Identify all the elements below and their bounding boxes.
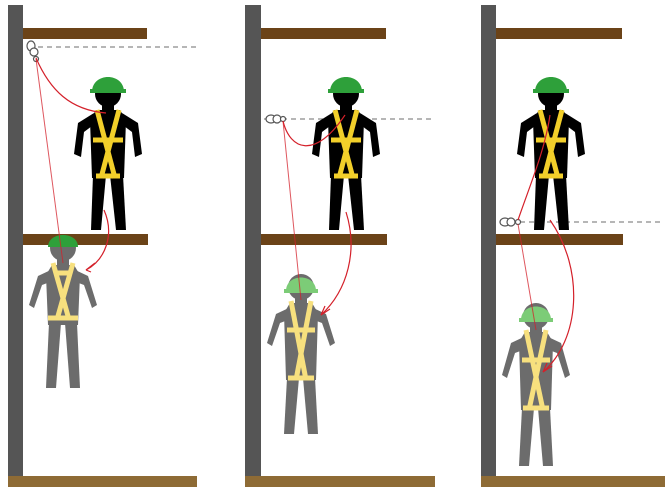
structure-column: [8, 5, 23, 477]
structure-column: [481, 5, 496, 477]
ground-beam: [481, 476, 665, 487]
structure-column: [245, 5, 261, 477]
standing-worker: [74, 81, 142, 230]
standing-worker: [312, 81, 380, 230]
lanyard-extended: [283, 121, 301, 300]
lanyard-extended: [36, 59, 63, 263]
upper-beam: [261, 28, 386, 39]
floor-beam: [23, 234, 148, 245]
panel-anchor-above-head: [8, 5, 197, 487]
floor-beam: [261, 234, 387, 245]
fallen-worker: [29, 235, 97, 388]
standing-worker: [517, 81, 585, 230]
anchor-hook-icon: [500, 218, 521, 226]
anchor-hook-icon: [266, 115, 286, 123]
upper-beam: [23, 28, 147, 39]
upper-beam: [496, 28, 622, 39]
panel-anchor-shoulder-height: [245, 5, 435, 487]
ground-beam: [245, 476, 435, 487]
ground-beam: [8, 476, 197, 487]
panel-anchor-foot-level: [481, 5, 665, 487]
